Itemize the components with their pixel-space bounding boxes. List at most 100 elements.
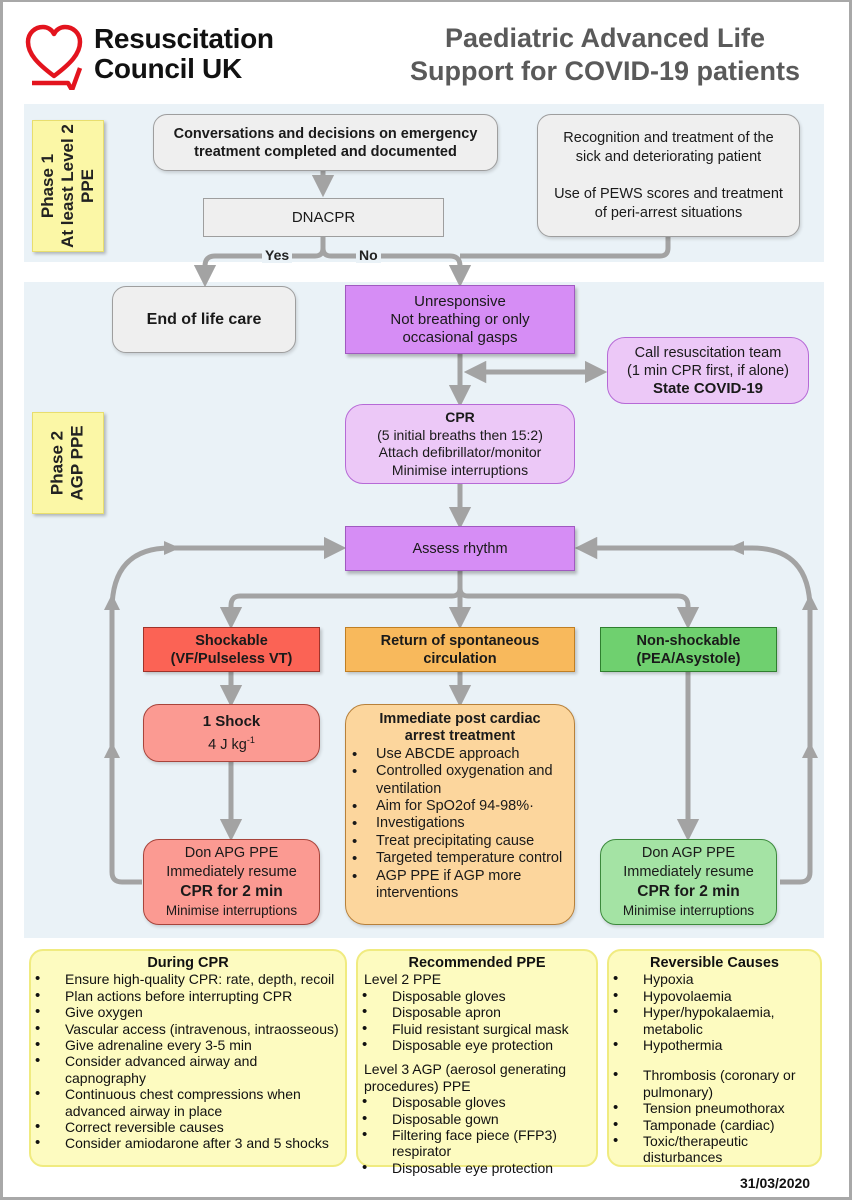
recognition-line1: Recognition and treatment of the (563, 129, 774, 146)
list-item: Disposable gloves (358, 988, 590, 1005)
conversations-line2: treatment completed and documented (194, 143, 457, 160)
arrow-no (320, 247, 472, 288)
list-item: Correct reversible causes (31, 1119, 339, 1136)
post-arrest-list: Use ABCDE approach Controlled oxygenatio… (346, 746, 574, 903)
shockable-line1: Shockable (195, 632, 268, 649)
list-item: Disposable eye protection (358, 1160, 590, 1177)
unresponsive-line3: occasional gasps (402, 328, 518, 346)
list-item: Treat precipitating cause (350, 833, 570, 851)
phase2-label-line1: Phase 2 (48, 430, 67, 496)
no-label: No (356, 247, 381, 263)
cpr-title: CPR (445, 409, 475, 425)
list-item: Disposable apron (358, 1004, 590, 1021)
resume-cpr-right-box: Don AGP PPE Immediately resume CPR for 2… (600, 839, 777, 925)
list-item: Hyper/hypokalaemia, metabolic (609, 1004, 814, 1037)
arrow-to-shockable (219, 570, 463, 630)
list-item: Thrombosis (coronary or pulmonary) (609, 1067, 814, 1100)
yes-label: Yes (262, 247, 293, 263)
during-cpr-list: Ensure high-quality CPR: rate, depth, re… (31, 971, 339, 1152)
left-resume-line1: Don APG PPE (184, 845, 279, 861)
rosc-line2: circulation (423, 650, 497, 667)
list-item: Consider amiodarone after 3 and 5 shocks (31, 1135, 339, 1152)
list-item: Ensure high-quality CPR: rate, depth, re… (31, 971, 339, 988)
recommended-ppe-panel: Recommended PPE Level 2 PPE Disposable g… (356, 949, 598, 1177)
recognition-box: Recognition and treatment of the sick an… (537, 114, 800, 237)
shockable-box: Shockable (VF/Pulseless VT) (143, 627, 320, 672)
nonshockable-line2: (PEA/Asystole) (636, 650, 741, 667)
ppe-level3-heading: Level 3 AGP (aerosol generating procedur… (364, 1061, 567, 1094)
list-item: Tamponade (cardiac) (609, 1117, 814, 1134)
call-team-box: Call resuscitation team (1 min CPR first… (607, 337, 809, 404)
list-item: Controlled oxygenation and ventilation (350, 763, 570, 798)
cpr-line1: (5 initial breaths then 15:2) (377, 426, 543, 443)
dnacpr-box: DNACPR (203, 198, 444, 237)
post-arrest-box: Immediate post cardiac arrest treatment … (345, 704, 575, 925)
list-item: Filtering face piece (FFP3) respirator (358, 1127, 590, 1160)
ppe-level3-list: Disposable gloves Disposable gown Filter… (358, 1094, 590, 1176)
right-resume-line2: Immediately resume (623, 864, 754, 880)
title-line2: Support for COVID-19 patients (409, 56, 801, 86)
reversible-title: Reversible Causes (650, 955, 779, 971)
list-item: Investigations (350, 815, 570, 833)
recognition-line2: sick and deteriorating patient (575, 148, 762, 165)
dnacpr-label: DNACPR (291, 208, 356, 226)
during-cpr-title: During CPR (147, 955, 229, 971)
list-item: Aim for SpO2of 94-98%· (350, 798, 570, 816)
list-item: Fluid resistant surgical mask (358, 1021, 590, 1038)
call-line1: Call resuscitation team (634, 344, 782, 361)
page-title: Paediatric Advanced Life Support for COV… (380, 22, 830, 88)
list-item: Toxic/therapeutic disturbances (609, 1133, 814, 1166)
end-of-life-label: End of life care (146, 310, 262, 328)
unresponsive-box: Unresponsive Not breathing or only occas… (345, 285, 575, 354)
call-line2: (1 min CPR first, if alone) (627, 362, 789, 379)
date-label: 31/03/2020 (740, 1175, 811, 1191)
nonshockable-box: Non-shockable (PEA/Asystole) (600, 627, 777, 672)
conversations-line1: Conversations and decisions on emergency (173, 125, 478, 142)
reversible-list-group2: Thrombosis (coronary or pulmonary) Tensi… (609, 1067, 814, 1165)
conversations-box: Conversations and decisions on emergency… (153, 114, 498, 171)
right-resume-line3: CPR for 2 min (637, 883, 740, 900)
shock-box: 1 Shock 4 J kg-1 (143, 704, 320, 762)
list-item: Hypovolaemia (609, 988, 814, 1005)
ppe-level2-heading: Level 2 PPE (364, 971, 442, 988)
shock-dose: 4 J kg-1 (208, 731, 255, 754)
left-resume-line4: Minimise interruptions (165, 903, 298, 918)
cpr-line3: Minimise interruptions (391, 461, 529, 478)
list-item: Hypothermia (609, 1037, 814, 1054)
logo-name-line1: Resuscitation (94, 23, 274, 54)
rosc-line1: Return of spontaneous (380, 632, 540, 649)
left-resume-line3: CPR for 2 min (180, 883, 283, 900)
list-item: Disposable gloves (358, 1094, 590, 1111)
pews-line2: of peri-arrest situations (594, 204, 743, 221)
list-item: Vascular access (intravenous, intraosseo… (31, 1021, 339, 1038)
phase1-label-line3: PPE (78, 168, 97, 204)
list-item: Give oxygen (31, 1004, 339, 1021)
call-line3: State COVID-19 (652, 379, 764, 397)
pews-line1: Use of PEWS scores and treatment (554, 185, 783, 202)
arrow-recognition (460, 236, 671, 259)
heart-ecg-icon (25, 24, 83, 90)
title-line1: Paediatric Advanced Life (444, 23, 766, 53)
arrow-to-nonshockable (457, 587, 700, 630)
post-title-line2: arrest treatment (404, 728, 516, 745)
unresponsive-line2: Not breathing or only (390, 310, 530, 328)
logo-name-line2: Council UK (94, 53, 242, 84)
list-item: Use ABCDE approach (350, 746, 570, 764)
cpr-line2: Attach defibrillator/monitor (378, 444, 542, 460)
phase1-label-line1: Phase 1 (38, 153, 57, 219)
assess-label: Assess rhythm (412, 540, 508, 557)
list-item: Give adrenaline every 3-5 min (31, 1037, 339, 1054)
reversible-list-group1: Hypoxia Hypovolaemia Hyper/hypokalaemia,… (609, 971, 814, 1053)
shock-dose-value: 4 J kg (208, 736, 247, 753)
list-item: Disposable gown (358, 1111, 590, 1128)
left-resume-line2: Immediately resume (166, 864, 297, 880)
list-item: Hypoxia (609, 971, 814, 988)
cpr-box: CPR (5 initial breaths then 15:2) Attach… (345, 404, 575, 484)
phase2-label-line2: AGP PPE (68, 425, 87, 501)
nonshockable-line1: Non-shockable (636, 632, 741, 649)
post-title-line1: Immediate post cardiac (379, 711, 541, 727)
resume-cpr-left-box: Don APG PPE Immediately resume CPR for 2… (143, 839, 320, 925)
list-item: Plan actions before interrupting CPR (31, 988, 339, 1005)
shockable-line2: (VF/Pulseless VT) (170, 650, 293, 667)
